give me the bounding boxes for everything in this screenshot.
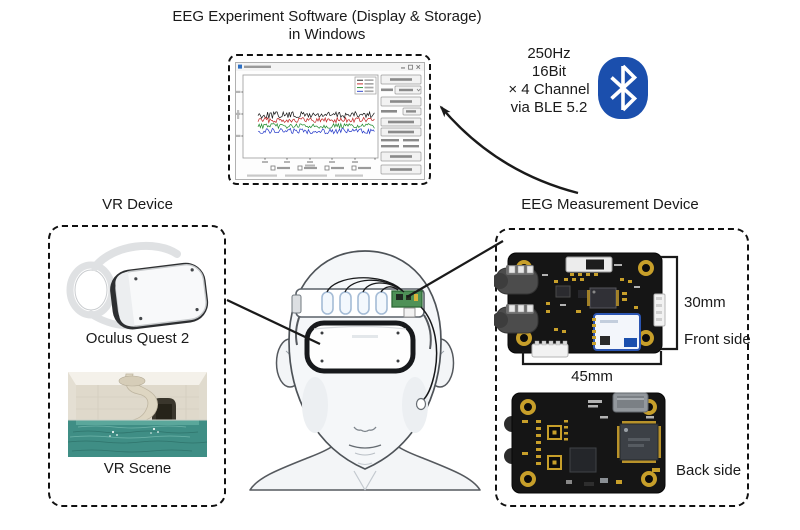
page-title: EEG Experiment Software (Display & Stora…	[157, 8, 497, 44]
bt-transfer-arrow	[439, 105, 579, 195]
bt-spec-rate: 250Hz	[527, 45, 571, 62]
bt-spec-channels: × 4 Channel	[508, 81, 590, 98]
plot-legend	[354, 76, 377, 95]
audio-jacks	[494, 265, 539, 334]
earbud	[415, 397, 427, 411]
subject-head-illustration	[249, 250, 481, 491]
chevron-down-icon	[416, 88, 421, 92]
face-features	[353, 426, 377, 433]
vr-scene-label: VR Scene	[103, 460, 172, 477]
oculus-quest2-label: Oculus Quest 2	[85, 330, 190, 347]
front-side-label: Front side	[684, 331, 751, 348]
ble-module	[592, 313, 641, 351]
bluetooth-specs: 250Hz 16Bit × 4 Channel via BLE 5.2	[489, 45, 609, 117]
eeg-plot	[236, 74, 379, 167]
dim-45mm: 45mm	[571, 368, 613, 385]
band-pcb	[391, 290, 423, 308]
mcu-chip	[617, 421, 661, 463]
bluetooth-icon	[598, 57, 648, 119]
bt-spec-bits: 16Bit	[531, 63, 567, 80]
test-pads	[547, 425, 562, 470]
eeg-device-label: EEG Measurement Device	[521, 196, 699, 213]
bt-spec-ble: via BLE 5.2	[510, 99, 588, 116]
channel-checkboxes	[247, 165, 371, 177]
electrode-band	[291, 277, 425, 318]
eeg-device-panel	[495, 228, 749, 507]
ear-wire	[420, 306, 438, 402]
page-title-line1: EEG Experiment Software (Display & Stora…	[172, 8, 482, 25]
dim-30mm: 30mm	[684, 294, 726, 311]
window-titlebar	[236, 63, 424, 71]
software-panel	[228, 54, 431, 185]
vr-device-label: VR Device	[102, 196, 173, 213]
oculus-quest2-image	[66, 241, 209, 330]
vr-device-panel	[48, 225, 226, 507]
minimize-icon	[401, 67, 405, 69]
software-window	[235, 62, 425, 180]
eeg-traces	[257, 110, 375, 135]
maximize-icon	[408, 64, 413, 70]
window-app-icon	[238, 64, 242, 69]
vr-visor	[304, 320, 416, 374]
page-title-line2: in Windows	[288, 26, 366, 43]
pcb-front-image	[494, 252, 666, 358]
control-panel	[380, 74, 422, 175]
back-side-label: Back side	[676, 462, 742, 479]
bottom-connector	[531, 343, 569, 358]
electrode-wires	[326, 277, 405, 293]
pcb-back-image	[504, 392, 666, 494]
vr-scene-image	[68, 372, 207, 457]
usb-connector	[612, 392, 649, 413]
close-icon	[416, 64, 421, 70]
